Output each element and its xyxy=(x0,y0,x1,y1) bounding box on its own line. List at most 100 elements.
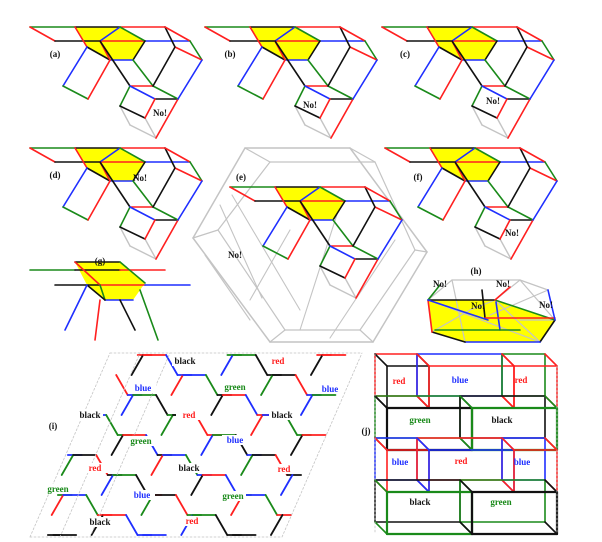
edge-green xyxy=(541,40,555,61)
no-warning-h: No! xyxy=(471,301,485,311)
edge-gray xyxy=(249,229,291,301)
edge-blue xyxy=(125,514,139,536)
edge-red xyxy=(416,395,430,409)
no-warning-h: No! xyxy=(433,279,447,289)
panel-label-j: (j) xyxy=(362,426,371,436)
edge-blue xyxy=(120,394,134,416)
edge-blue xyxy=(495,301,501,331)
edge-green xyxy=(294,26,321,42)
panel-c: (c)No! xyxy=(381,26,555,139)
tile-label-green: green xyxy=(47,484,68,494)
edge-black xyxy=(339,26,351,48)
tile-label-blue: blue xyxy=(514,457,531,467)
highlighted-face xyxy=(75,148,145,181)
edge-green xyxy=(189,161,203,182)
edge-black xyxy=(274,40,306,87)
edge-blue xyxy=(220,354,234,376)
panel-f: (f)No! xyxy=(384,147,558,260)
edge-green xyxy=(62,206,89,221)
tile-label-bg xyxy=(172,356,198,366)
edge-red xyxy=(319,98,331,119)
edge-black xyxy=(190,474,204,496)
edge-green xyxy=(352,245,379,260)
edge-red xyxy=(249,26,263,48)
edge-green xyxy=(364,40,378,61)
no-warning-h: No! xyxy=(496,279,510,289)
edge-gray xyxy=(144,117,157,139)
edge-black xyxy=(130,354,144,376)
edge-red xyxy=(526,46,555,61)
edge-gray xyxy=(129,124,157,139)
edge-green xyxy=(507,206,534,221)
edge-black xyxy=(487,161,501,182)
edge-blue xyxy=(417,167,443,208)
edge-red xyxy=(155,219,179,260)
edge-black xyxy=(481,289,486,319)
edge-black xyxy=(86,284,106,301)
edge-red xyxy=(364,186,391,202)
edge-blue xyxy=(200,434,214,456)
edge-green xyxy=(85,494,99,516)
edge-green xyxy=(544,395,558,409)
edge-green xyxy=(327,85,354,100)
edge-black xyxy=(459,479,473,493)
edge-red xyxy=(427,299,433,333)
edge-red xyxy=(344,258,356,279)
edge-red xyxy=(164,147,191,163)
edge-gray xyxy=(329,284,357,299)
edge-blue xyxy=(177,180,203,221)
panel-e-polyhedron xyxy=(192,147,428,343)
edge-green xyxy=(471,26,498,42)
edge-red xyxy=(287,219,311,260)
edge-blue xyxy=(547,289,556,321)
tile-label-bg xyxy=(129,490,155,500)
edge-blue xyxy=(129,206,156,221)
edge-red xyxy=(262,59,286,100)
edge-green xyxy=(132,59,154,87)
no-warning-d: No! xyxy=(133,173,147,183)
edge-gray xyxy=(499,238,512,260)
edge-green xyxy=(487,180,509,208)
tile-label-black: black xyxy=(409,497,430,507)
edge-green xyxy=(414,85,441,100)
edge-gray xyxy=(469,299,496,311)
edge-black xyxy=(119,226,146,240)
edge-black xyxy=(307,40,321,61)
edge-black xyxy=(119,105,146,119)
edge-gray xyxy=(471,105,483,126)
tile-label-green: green xyxy=(409,415,430,425)
edge-gray xyxy=(374,161,416,251)
edge-black xyxy=(110,434,124,456)
edge-red xyxy=(496,98,508,119)
edge-red xyxy=(426,26,440,48)
tile-label-bg xyxy=(222,435,248,445)
edge-green xyxy=(260,374,274,396)
edge-blue xyxy=(300,394,314,416)
edge-red xyxy=(294,374,309,396)
tile-label-green: green xyxy=(222,491,243,501)
edge-blue xyxy=(481,85,508,100)
edge-gray xyxy=(281,352,363,538)
edge-black xyxy=(374,353,388,367)
edge-gray xyxy=(319,117,332,139)
edge-red xyxy=(374,206,403,221)
edge-gray xyxy=(144,238,157,260)
edge-red xyxy=(74,147,88,169)
edge-black xyxy=(210,394,224,416)
edge-gray xyxy=(304,124,332,139)
edge-red xyxy=(439,59,463,100)
edge-black xyxy=(352,206,376,247)
edge-red xyxy=(416,353,430,367)
edge-red xyxy=(429,147,443,169)
edge-red xyxy=(144,219,156,240)
edge-blue xyxy=(414,46,440,87)
tile-label-bg xyxy=(220,491,246,501)
edge-black xyxy=(310,354,324,376)
edge-green xyxy=(319,245,331,267)
edge-green xyxy=(417,206,444,221)
edge-red xyxy=(519,147,546,163)
edge-red xyxy=(516,26,543,42)
edge-gray xyxy=(192,147,246,239)
edge-green xyxy=(484,59,506,87)
tiling-edges xyxy=(46,354,347,536)
